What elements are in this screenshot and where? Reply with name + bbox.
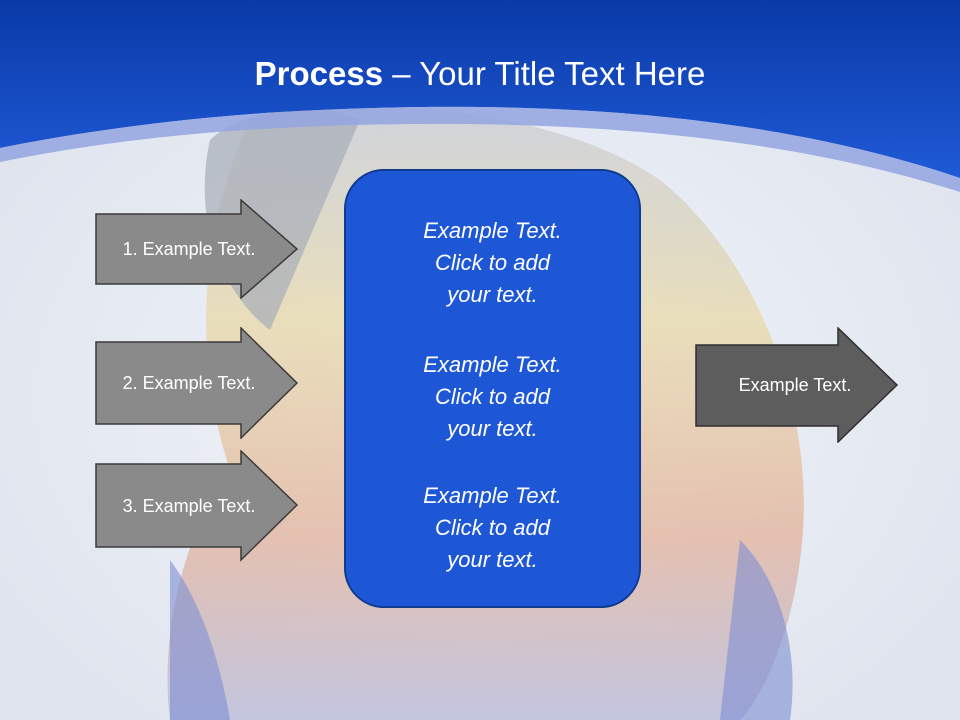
text-line: Example Text.	[423, 483, 562, 508]
input-arrow-label: 3. Example Text.	[122, 495, 256, 516]
process-box[interactable]: Example Text. Click to add your text. Ex…	[344, 169, 641, 608]
text-line: Click to add	[435, 515, 550, 540]
title-bold: Process	[254, 55, 384, 92]
arrow-right-icon	[695, 327, 899, 443]
input-arrow-3[interactable]: 3. Example Text.	[95, 450, 299, 562]
text-line: your text.	[447, 416, 538, 441]
text-line: Click to add	[435, 384, 550, 409]
text-line: Example Text.	[423, 218, 562, 243]
text-line: Click to add	[435, 250, 550, 275]
arrow-right-icon	[95, 199, 299, 299]
process-text-block[interactable]: Example Text. Click to add your text.	[346, 349, 639, 445]
output-arrow[interactable]: Example Text.	[695, 327, 899, 443]
process-text-block[interactable]: Example Text. Click to add your text.	[346, 480, 639, 576]
arrow-right-icon	[95, 327, 299, 439]
input-arrow-1[interactable]: 1. Example Text.	[95, 199, 299, 299]
output-arrow-label: Example Text.	[738, 374, 852, 395]
slide-title: Process – Your Title Text Here	[0, 52, 960, 96]
input-arrow-label: 2. Example Text.	[122, 372, 256, 393]
title-dash: –	[383, 55, 420, 92]
process-text-block[interactable]: Example Text. Click to add your text.	[346, 215, 639, 311]
arrow-right-icon	[95, 450, 299, 562]
input-arrow-label: 1. Example Text.	[122, 238, 256, 259]
text-line: your text.	[447, 282, 538, 307]
title-rest: Your Title Text Here	[419, 55, 706, 92]
text-line: your text.	[447, 547, 538, 572]
input-arrow-2[interactable]: 2. Example Text.	[95, 327, 299, 439]
text-line: Example Text.	[423, 352, 562, 377]
